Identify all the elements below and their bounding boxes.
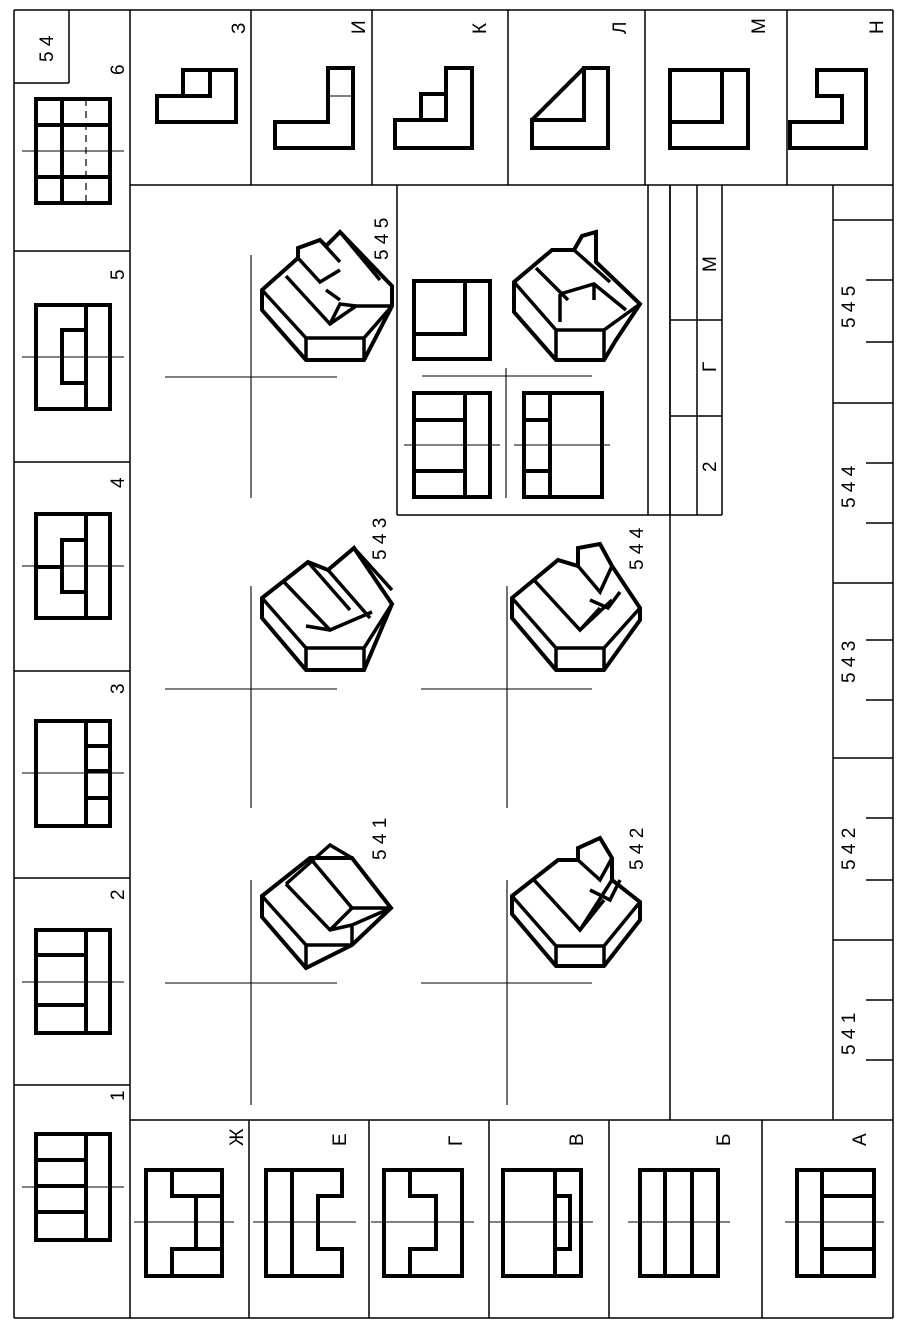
option-v — [490, 1168, 593, 1278]
profile-n — [788, 68, 868, 150]
front-view-2 — [22, 928, 124, 1035]
option-letter-zh: Ж — [227, 1128, 248, 1146]
example-profile-view — [412, 279, 492, 361]
profile-letter-i: И — [349, 20, 370, 34]
option-letter-a: А — [850, 1133, 871, 1146]
example-front-view-right — [514, 391, 610, 499]
option-a — [785, 1168, 884, 1278]
view-number-3: 3 — [108, 683, 129, 694]
answer-label-545: 5 4 5 — [839, 286, 860, 328]
option-b — [628, 1168, 730, 1278]
view-number-1: 1 — [108, 1090, 129, 1101]
profile-i — [273, 66, 355, 150]
part-543 — [260, 545, 395, 672]
front-view-4 — [22, 512, 124, 620]
answer-column-labels: 5 4 1 5 4 2 5 4 3 5 4 4 5 4 5 — [839, 286, 860, 1055]
part-542 — [510, 835, 642, 968]
profile-letter-z: З — [229, 23, 250, 34]
front-view-1 — [22, 1132, 124, 1242]
answer-label-544: 5 4 4 — [839, 465, 860, 508]
profile-m — [668, 68, 750, 150]
profile-letter-n: Н — [867, 20, 888, 34]
example-block: 2 Г М — [396, 185, 723, 516]
option-zh — [134, 1168, 234, 1278]
view-number-4: 4 — [108, 477, 129, 488]
answer-label-543: 5 4 3 — [839, 641, 860, 683]
profile-k — [393, 66, 474, 150]
answer-label-541: 5 4 1 — [839, 1013, 860, 1055]
task-label-545: 5 4 5 — [372, 218, 393, 260]
profile-letter-k: К — [470, 23, 491, 34]
task-label-544: 5 4 4 — [627, 527, 648, 570]
profile-z — [155, 68, 238, 124]
page-number: 5 4 — [37, 35, 58, 62]
option-g — [371, 1168, 474, 1278]
option-e — [253, 1168, 356, 1278]
part-544 — [510, 541, 642, 672]
sheet-frame — [13, 9, 894, 1319]
profile-letters: З И К Л М Н — [229, 18, 888, 34]
front-view-3 — [22, 719, 124, 828]
example-answer-option: Г — [700, 362, 721, 372]
part-545 — [260, 229, 394, 362]
example-answer-profile: М — [700, 256, 721, 272]
option-letter-g: Г — [446, 1136, 467, 1146]
option-letter-b: Б — [714, 1134, 735, 1146]
task-label-543: 5 4 3 — [370, 518, 391, 560]
construction-axes — [165, 255, 592, 1105]
profile-l — [530, 66, 610, 150]
view-number-2: 2 — [108, 889, 129, 900]
task-label-541: 5 4 1 — [370, 818, 391, 860]
profile-letter-l: Л — [610, 22, 631, 34]
view-numbers: 1 2 3 4 5 6 — [108, 64, 129, 1101]
option-letter-v: В — [567, 1133, 588, 1146]
view-number-5: 5 — [108, 269, 129, 280]
profile-letter-m: М — [749, 18, 770, 34]
view-number-6: 6 — [108, 64, 129, 75]
example-answer-number: 2 — [700, 461, 721, 472]
option-letters: А Б В Г Е Ж — [227, 1128, 871, 1146]
part-541 — [260, 842, 394, 971]
example-isometric-part — [512, 229, 643, 362]
task-labels: 5 4 1 5 4 2 5 4 3 5 4 4 5 4 5 — [370, 218, 648, 870]
example-front-view-left — [404, 391, 500, 499]
answer-label-542: 5 4 2 — [839, 828, 860, 870]
task-label-542: 5 4 2 — [627, 828, 648, 870]
option-letter-e: Е — [330, 1133, 351, 1146]
front-view-6 — [22, 97, 124, 205]
front-view-5 — [22, 303, 124, 411]
